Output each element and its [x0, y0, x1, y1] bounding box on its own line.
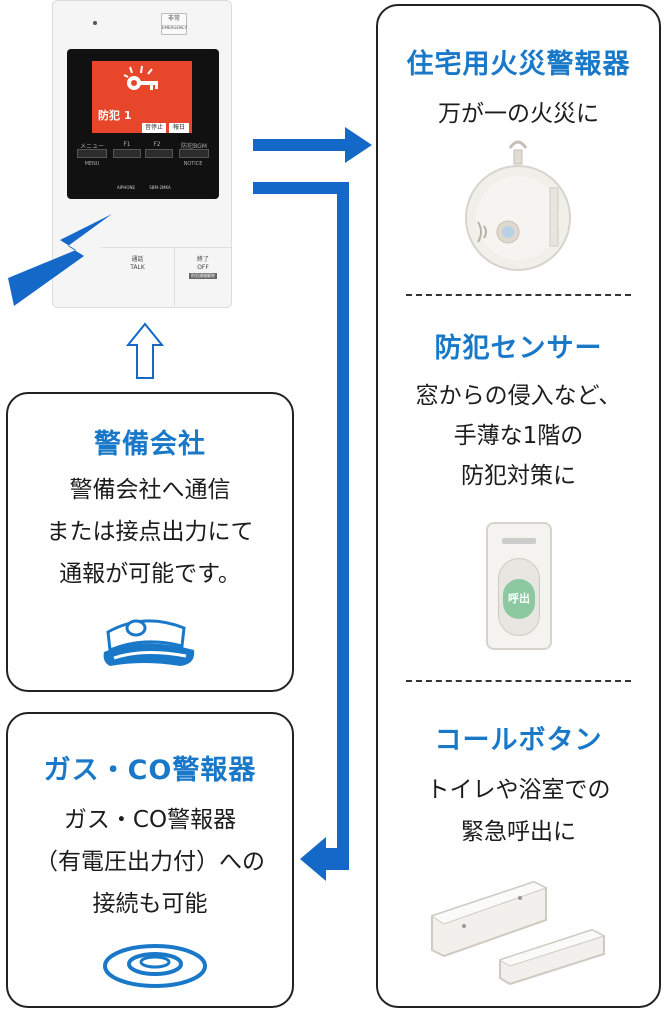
security-company-line-3: 通報が可能です。: [59, 561, 241, 587]
screen-title: 防犯 1: [98, 109, 132, 122]
gas-co-box: ガス・CO警報器 ガス・CO警報器 （有電圧出力付）への 接続も可能: [6, 712, 294, 1008]
arrow-to-sensors: [253, 127, 372, 163]
security-company-title: 警備会社: [94, 429, 206, 460]
gas-co-line-1: ガス・CO警報器: [63, 807, 237, 833]
menu-label: メニュー: [79, 143, 104, 150]
menu-key[interactable]: [77, 149, 107, 158]
end-en-label: OFF: [197, 264, 209, 271]
fire-alarm-line-1: 万が一の火災に: [438, 101, 599, 127]
security-company-line-1: 警備会社へ通信: [69, 477, 231, 503]
f2-key[interactable]: [145, 149, 173, 158]
talk-label: 通話: [131, 256, 144, 263]
security-sensor-line-1: 窓からの侵入など、: [415, 383, 622, 409]
emergency-label-en: EMERGENCY: [162, 25, 188, 30]
alert-display: 防犯 1 音停止 報日: [92, 61, 192, 133]
talk-en-label: TALK: [130, 264, 145, 271]
fire-alarm-title: 住宅用火災警報器: [406, 49, 631, 80]
security-sensor-title: 防犯センサー: [434, 333, 603, 364]
emergency-button[interactable]: 非常 EMERGENCY: [161, 13, 187, 35]
divider-1: [406, 294, 631, 296]
door-sensor-device-icon: [430, 880, 606, 986]
model-label: SBM-2MKA: [149, 185, 171, 190]
fire-alarm-device-icon: [465, 140, 571, 271]
f1-label: F1: [123, 141, 131, 148]
security-company-line-2: または接点出力にて: [46, 519, 254, 545]
bgm-key[interactable]: [179, 149, 209, 158]
bgm-label: 防犯BGM: [181, 143, 207, 150]
talk-button[interactable]: 通話 TALK: [101, 248, 175, 306]
camera-dot: [93, 21, 97, 25]
call-button-line-2: 緊急呼出に: [461, 819, 576, 845]
gas-co-line-2: （有電圧出力付）への: [35, 849, 265, 875]
intercom-master-station: 非常 EMERGENCY 防犯 1 音停止 報日 メニュー: [52, 0, 232, 308]
button-row: 通話 TALK 終了 OFF 防犯通報解除: [101, 247, 231, 306]
security-sensor-line-3: 防犯対策に: [461, 463, 576, 489]
softkey-stop[interactable]: 音停止: [142, 123, 166, 133]
guard-cap-icon: [103, 619, 195, 666]
gas-co-detector-icon: [103, 944, 207, 988]
gas-co-line-3: 接続も可能: [92, 891, 208, 917]
f2-label: F2: [153, 141, 161, 148]
brand-label: AIPHONE: [116, 185, 135, 190]
arrow-up-outline: [125, 322, 165, 379]
plate-top-slot: [502, 538, 536, 544]
security-sensor-line-2: 手薄な1階の: [453, 423, 584, 449]
call-button-key[interactable]: 呼出: [503, 579, 535, 619]
sensor-list-box: 住宅用火災警報器 万が一の火災に 防犯センサー 窓からの侵入など、 手薄な1階の…: [376, 4, 661, 1008]
gas-co-title: ガス・CO警報器: [43, 755, 257, 786]
end-button[interactable]: 終了 OFF 防犯通報解除: [175, 248, 231, 306]
end-label: 終了: [196, 256, 209, 263]
call-button-plate: 呼出: [486, 522, 552, 650]
arrow-to-gas-co: [253, 182, 349, 881]
signal-bolt-icon: [8, 214, 112, 306]
menu-en-label: MENU: [84, 161, 100, 167]
call-button-line-1: トイレや浴室での: [426, 777, 611, 803]
key-alarm-icon: [123, 65, 158, 90]
notice-en-label: NOTICE: [183, 161, 203, 167]
divider-2: [406, 680, 631, 682]
call-button-title: コールボタン: [434, 725, 603, 756]
security-company-box: 警備会社 警備会社へ通信 または接点出力にて 通報が可能です。: [6, 392, 294, 692]
end-sub-label: 防犯通報解除: [189, 273, 217, 279]
emergency-label: 非常: [167, 15, 180, 22]
softkey-report[interactable]: 報日: [169, 123, 189, 133]
intercom-screen: 防犯 1 音停止 報日 メニュー F1 F2 防犯BGM MENU NOTICE…: [67, 49, 219, 199]
call-button-frame: 呼出: [498, 558, 540, 636]
f1-key[interactable]: [113, 149, 141, 158]
